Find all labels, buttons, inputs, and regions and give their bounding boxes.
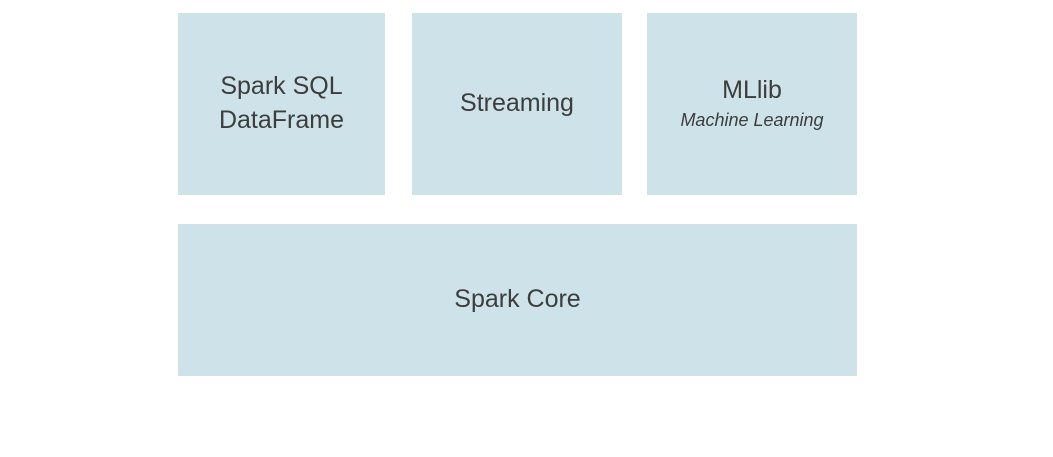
spark-core-box: Spark Core	[178, 224, 857, 376]
spark-core-label: Spark Core	[454, 285, 581, 314]
streaming-label: Streaming	[460, 89, 574, 118]
spark-sql-box: Spark SQL DataFrame	[178, 13, 385, 195]
mllib-box: MLlib Machine Learning	[647, 13, 857, 195]
mllib-sublabel: Machine Learning	[680, 110, 824, 131]
streaming-box: Streaming	[412, 13, 622, 195]
spark-sql-label: Spark SQL DataFrame	[218, 72, 345, 134]
mllib-label: MLlib	[722, 75, 782, 104]
